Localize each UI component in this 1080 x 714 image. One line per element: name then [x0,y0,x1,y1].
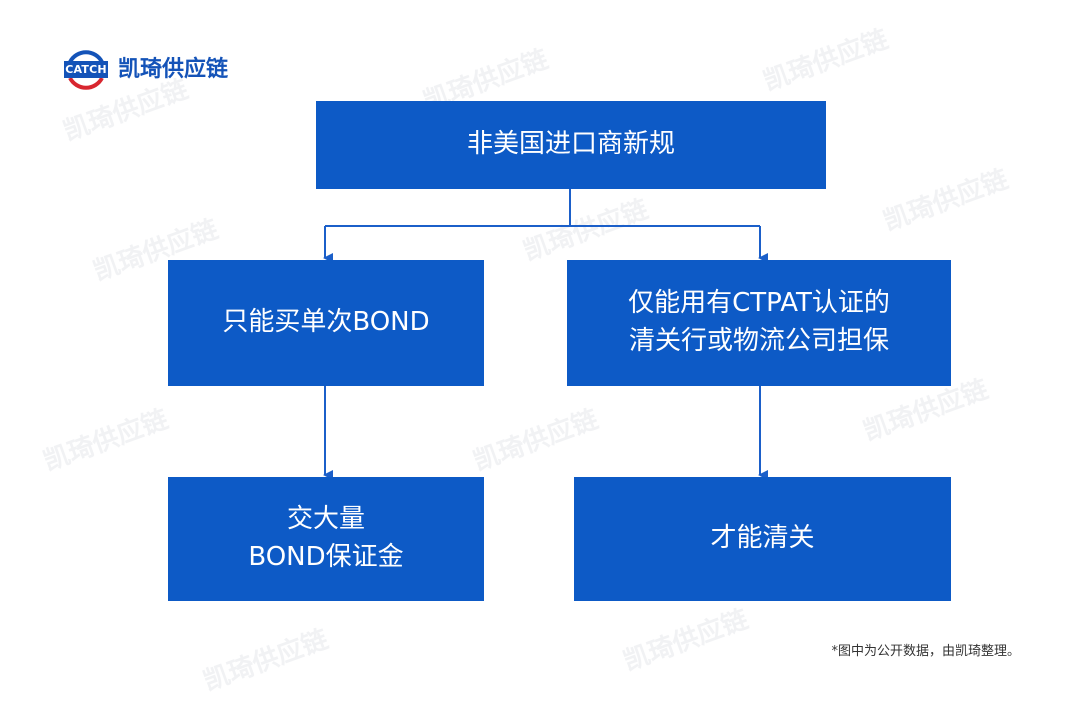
node-text-line: 清关行或物流公司担保 [628,326,889,356]
source-footnote: *图中为公开数据，由凯琦整理。 [831,644,1020,659]
node-ctpat-guarantee: 仅能用有CTPAT认证的 清关行或物流公司担保 [567,260,951,386]
node-text-line: 仅能用有CTPAT认证的 [628,288,890,319]
brand-logo: CATCH 凯琦供应链 [64,48,228,92]
node-text-line: 交大量 [286,504,365,535]
node-new-rule-title: 非美国进口商新规 [316,101,826,189]
node-text-line: 才能清关 [710,523,815,554]
catch-logo-icon: CATCH [64,48,108,92]
logo-mark-text: CATCH [64,61,108,78]
node-single-bond-only: 只能买单次BOND [168,260,484,386]
node-large-bond-deposit: 交大量 BOND保证金 [168,477,484,601]
brand-name: 凯琦供应链 [118,57,229,82]
node-customs-clearance: 才能清关 [574,477,951,601]
node-text-line: BOND保证金 [248,542,404,572]
node-text-line: 非美国进口商新规 [466,129,675,160]
node-text-line: 只能买单次BOND [222,307,430,338]
